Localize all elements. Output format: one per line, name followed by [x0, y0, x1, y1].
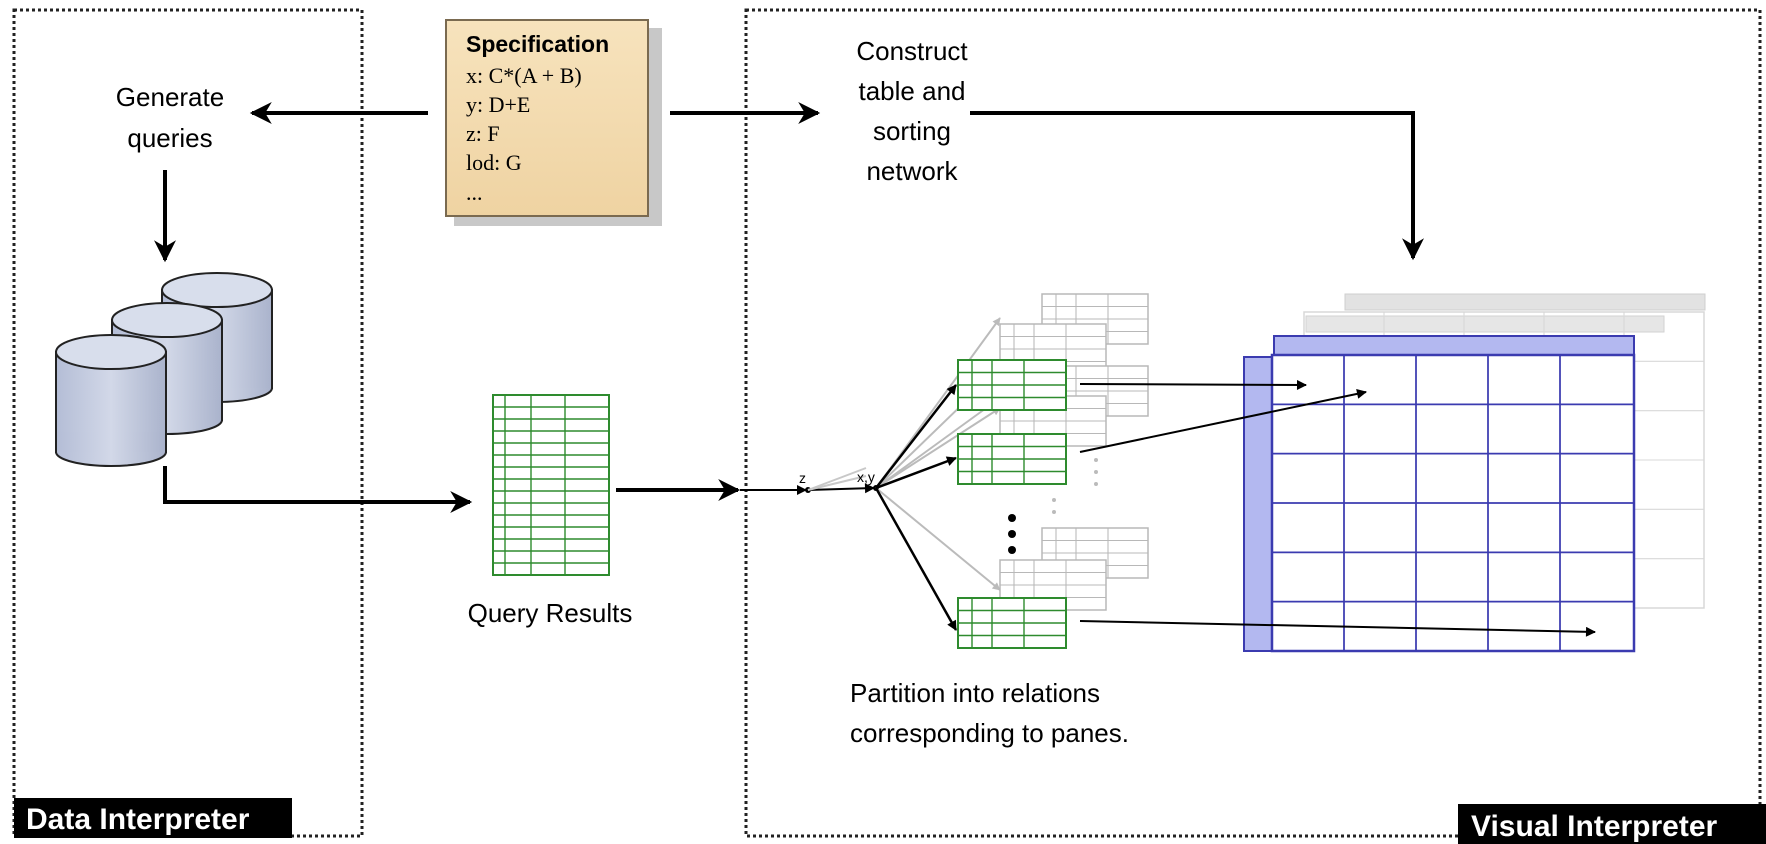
generate-queries-line-1: Generate — [116, 82, 224, 112]
ellipsis-dots — [1008, 458, 1098, 554]
pane-relation-table-3 — [957, 597, 1067, 649]
spec-line-lod: lod: G — [466, 150, 522, 175]
pane-relation-table-1 — [957, 359, 1067, 411]
spec-line-z: z: F — [466, 121, 500, 146]
query-results-label: Query Results — [468, 598, 633, 628]
pane-row-header — [1243, 356, 1273, 652]
pane-relation-table-2 — [957, 433, 1067, 485]
database-icon — [55, 272, 273, 467]
query-results-table — [492, 394, 610, 576]
data-interpreter-label: Data Interpreter — [26, 803, 250, 836]
partition-caption-line-1: Partition into relations — [850, 678, 1100, 708]
edge-to-pane-relation-2 — [875, 456, 957, 490]
pane-grid-front — [1270, 353, 1636, 653]
visual-interpreter-label: Visual Interpreter — [1471, 810, 1718, 843]
construct-table-line-3: sorting — [873, 116, 951, 146]
z-gray-edge-2 — [807, 475, 867, 491]
edge-to-pane-relation-1 — [875, 384, 957, 489]
pane-layer-back-header — [1344, 293, 1706, 311]
gray-edge-3 — [875, 397, 1001, 489]
z-to-xy-edge — [807, 483, 875, 494]
spec-line-y: y: D+E — [466, 92, 530, 117]
visual-interpreter-panel — [744, 8, 1762, 838]
z-gray-edge-1 — [807, 467, 867, 491]
relation-to-pane-arrow-1 — [1079, 379, 1307, 390]
spec-line-more: ... — [466, 180, 483, 205]
construct-table-line-1: Construct — [856, 36, 968, 66]
data-interpreter-label-bg — [14, 798, 292, 838]
specification-box: Specification x: C*(A + B) y: D+E z: F l… — [445, 19, 662, 226]
spec-line-x: x: C*(A + B) — [466, 63, 582, 88]
edge-to-pane-relation-3 — [874, 487, 958, 631]
visual-interpreter-label-bg — [1458, 804, 1766, 844]
generate-queries-line-2: queries — [127, 123, 212, 153]
pane-grid-stack — [1243, 293, 1706, 653]
pane-layer-mid-header — [1305, 315, 1665, 333]
db-to-query-results-arrow — [163, 466, 473, 513]
construct-table-line-2: table and — [859, 76, 966, 106]
relation-to-pane-arrow-3 — [1079, 620, 1596, 637]
data-interpreter-panel — [12, 8, 364, 838]
gray-edge-4 — [875, 407, 1001, 489]
partition-caption-line-2: corresponding to panes. — [850, 718, 1129, 748]
sorting-network: z x,y — [740, 317, 1001, 631]
construct-table-line-4: network — [866, 156, 958, 186]
gray-edge-5 — [875, 487, 1001, 591]
node-xy-label: x,y — [857, 469, 875, 485]
database-cylinder-front — [55, 334, 167, 467]
relation-to-pane-arrow-2 — [1079, 388, 1367, 453]
pane-relation-tables — [957, 359, 1067, 649]
construct-table-to-panes-arrow — [970, 111, 1424, 261]
specification-title: Specification — [466, 31, 609, 57]
pane-column-header — [1273, 335, 1635, 356]
query-results-grid — [492, 394, 610, 576]
node-z-label: z — [799, 470, 806, 486]
